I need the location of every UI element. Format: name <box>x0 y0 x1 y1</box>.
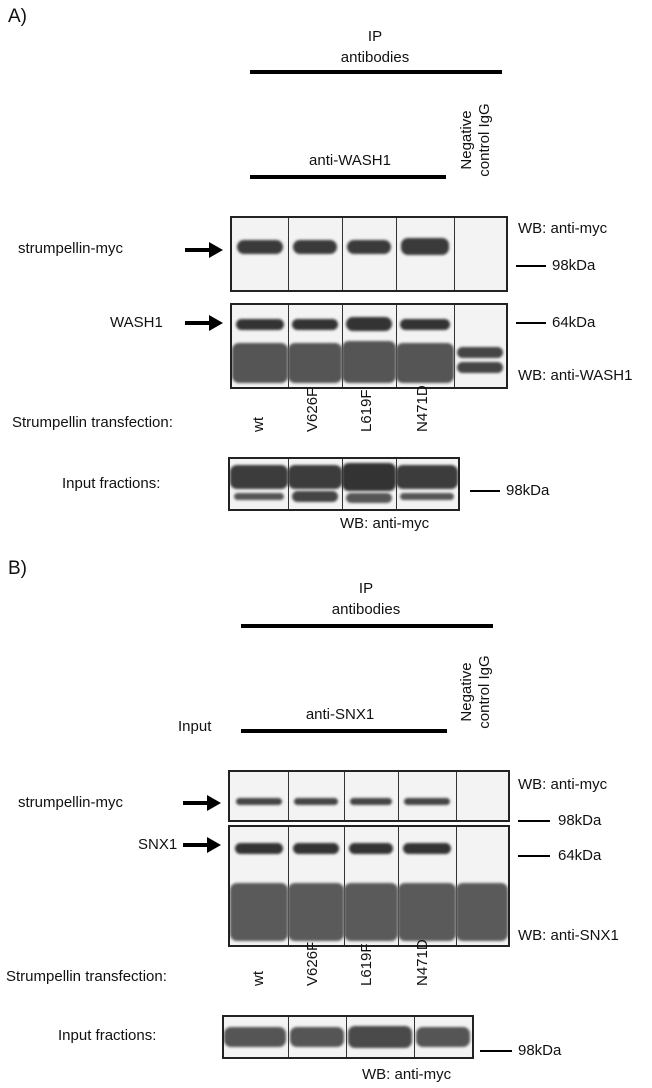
panel-b-lane-wt: wt <box>250 971 267 986</box>
panel-b-input-marker-tick <box>480 1050 512 1052</box>
panel-a-ip-bar <box>250 70 502 74</box>
panel-b-antibody-label: anti-SNX1 <box>305 706 375 723</box>
panel-a-input-blot <box>228 457 460 511</box>
panel-a-antibody-label: anti-WASH1 <box>309 152 391 169</box>
panel-b-wb1-right-label: WB: anti-myc <box>518 776 608 793</box>
panel-a-wb2-blot <box>230 303 508 389</box>
panel-b-input-marker: 98kDa <box>518 1042 562 1059</box>
panel-b-label: B) <box>8 558 27 579</box>
panel-a-lane-l619f: L619F <box>358 389 375 432</box>
panel-a-ip-line2: antibodies <box>340 49 410 66</box>
panel-a-lane-v626f: V626F <box>304 387 321 432</box>
panel-a-wb2-right-label: WB: anti-WASH1 <box>518 367 633 384</box>
panel-a-input-label: Input fractions: <box>62 475 161 492</box>
panel-a-wb1-arrow-icon <box>185 242 223 258</box>
panel-b-ip-bar <box>241 624 493 628</box>
panel-b-lane-n471d: N471D <box>414 939 431 986</box>
panel-b-ip-line2: antibodies <box>331 601 401 618</box>
panel-a-wb1-label: strumpellin-myc <box>18 240 124 257</box>
panel-b-antibody-bar <box>241 729 447 733</box>
panel-b-wb1-label: strumpellin-myc <box>18 794 124 811</box>
panel-b-wb2-right-label: WB: anti-SNX1 <box>518 927 619 944</box>
panel-a-wb1-marker-tick <box>516 265 546 267</box>
panel-a-negative-control-label: Negative control IgG <box>458 103 493 177</box>
panel-b-wb2-label: SNX1 <box>138 836 178 853</box>
panel-b-input-blot <box>222 1015 474 1059</box>
panel-b-wb2-marker-tick <box>518 855 550 857</box>
panel-a-wb1-marker: 98kDa <box>552 257 596 274</box>
panel-a-wb2-marker: 64kDa <box>552 314 596 331</box>
panel-a-wb1-blot <box>230 216 508 292</box>
panel-b-input-label: Input fractions: <box>58 1027 157 1044</box>
panel-a-lane-n471d: N471D <box>414 385 431 432</box>
panel-b-wb1-blot <box>228 770 510 822</box>
panel-b-ip-line1: IP <box>358 580 374 597</box>
panel-a-wb1-right-label: WB: anti-myc <box>518 220 608 237</box>
panel-a-wb2-arrow-icon <box>185 315 223 331</box>
panel-a-lane-wt: wt <box>250 417 267 432</box>
panel-a-input-marker: 98kDa <box>506 482 550 499</box>
panel-b-wb1-arrow-icon <box>183 795 221 811</box>
panel-a-label: A) <box>8 6 27 27</box>
panel-a-transfection-label: Strumpellin transfection: <box>12 414 173 431</box>
panel-a-ip-line1: IP <box>367 28 383 45</box>
panel-a-antibody-bar <box>250 175 446 179</box>
panel-b-lane-l619f: L619F <box>358 943 375 986</box>
panel-a-wb2-marker-tick <box>516 322 546 324</box>
panel-b-input-col-label: Input <box>178 718 212 735</box>
panel-a-input-marker-tick <box>470 490 500 492</box>
panel-b-wb1-marker-tick <box>518 820 550 822</box>
panel-b-wb1-marker: 98kDa <box>558 812 602 829</box>
panel-b-wb2-blot <box>228 825 510 947</box>
panel-b-lane-v626f: V626F <box>304 941 321 986</box>
panel-b-transfection-label: Strumpellin transfection: <box>6 968 167 985</box>
panel-b-wb2-arrow-icon <box>183 837 221 853</box>
panel-a-wb2-label: WASH1 <box>110 314 163 331</box>
panel-b-input-wb-label: WB: anti-myc <box>362 1066 452 1083</box>
panel-a-input-wb-label: WB: anti-myc <box>340 515 430 532</box>
panel-b-negative-control-label: Negative control IgG <box>458 655 493 729</box>
panel-b-wb2-marker: 64kDa <box>558 847 602 864</box>
